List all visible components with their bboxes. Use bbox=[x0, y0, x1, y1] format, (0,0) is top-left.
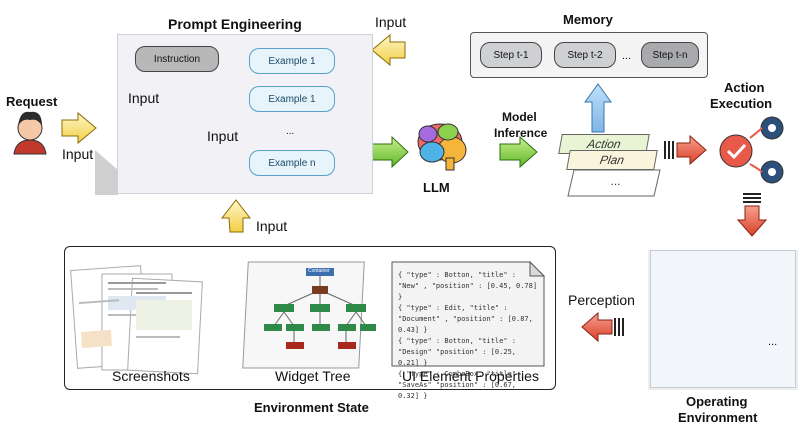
top-input-arrow bbox=[371, 33, 406, 67]
environment-state-panel bbox=[64, 246, 556, 390]
example-n-box: Example n bbox=[249, 150, 335, 176]
operating-label-line1: Operating bbox=[686, 394, 748, 409]
environment-label-line2: Environment bbox=[678, 410, 758, 425]
example-1-box: Example 1 bbox=[249, 48, 335, 74]
widget-tree-label: Widget Tree bbox=[275, 368, 351, 384]
ui-props-page bbox=[391, 261, 545, 367]
ui-props-label: UI Element Properties bbox=[402, 368, 539, 384]
person-icon bbox=[13, 111, 47, 155]
ui-prop-line: "SaveAs" "position" : [0.67, 0.32] } bbox=[398, 381, 517, 400]
instruction-box: Instruction bbox=[135, 46, 219, 72]
output-to-action-arrow bbox=[664, 134, 707, 166]
widget-tree-root-label: Container bbox=[308, 268, 330, 274]
model-label-line1: Model bbox=[502, 110, 537, 124]
request-input-label: Input bbox=[62, 146, 94, 162]
execution-label-line2: Execution bbox=[710, 96, 773, 111]
inference-label-line2: Inference bbox=[494, 126, 548, 140]
memory-step-1: Step t-1 bbox=[480, 42, 542, 68]
memory-step-2: Step t-2 bbox=[554, 42, 616, 68]
panel-to-llm-arrow bbox=[371, 135, 409, 169]
ui-prop-line: "New" , "position" : [0.45, 0.78] } bbox=[398, 282, 538, 301]
memory-ellipsis: ... bbox=[622, 50, 632, 62]
brain-icon bbox=[417, 123, 467, 171]
memory-step-n: Step t-n bbox=[641, 42, 699, 68]
perception-label: Perception bbox=[568, 292, 635, 308]
ui-prop-line: { "type" : Botton, "title" : bbox=[398, 337, 517, 345]
bottom-input-arrow bbox=[220, 199, 252, 233]
prompt-engineering-title: Prompt Engineering bbox=[168, 16, 302, 32]
action-to-env-arrow bbox=[736, 193, 768, 237]
top-input-label: Input bbox=[375, 14, 407, 30]
examples-ellipsis: ... bbox=[286, 126, 295, 137]
plan-card: Plan bbox=[566, 150, 658, 170]
llm-to-output-arrow bbox=[499, 135, 538, 169]
widget-tree-image bbox=[242, 261, 376, 369]
perception-arrow bbox=[581, 311, 624, 343]
memory-title: Memory bbox=[563, 12, 613, 27]
screenshots-image bbox=[70, 265, 203, 375]
operating-env-panel bbox=[650, 250, 796, 388]
screenshots-label: Screenshots bbox=[112, 368, 190, 384]
ui-props-code: { "type" : Botton, "title" : "New" , "po… bbox=[398, 270, 540, 402]
request-label: Request bbox=[6, 94, 58, 109]
env-ellipsis: ... bbox=[768, 336, 778, 348]
inner-input-label-2: Input bbox=[207, 128, 239, 144]
request-arrow bbox=[61, 111, 97, 145]
example-1b-box: Example 1 bbox=[249, 86, 335, 112]
inner-input-label-1: Input bbox=[128, 90, 160, 106]
ui-prop-line: { "type" : Botton, "title" : bbox=[398, 271, 517, 279]
card-back bbox=[567, 169, 661, 197]
ui-prop-line: { "type" : ComboBox, "title" : bbox=[398, 370, 525, 378]
output-to-memory-arrow bbox=[584, 83, 612, 133]
ellipsis-card: ... bbox=[610, 174, 621, 188]
llm-label: LLM bbox=[423, 180, 450, 195]
environment-state-title: Environment State bbox=[254, 400, 369, 415]
ui-prop-line: { "type" : Edit, "title" : bbox=[398, 304, 508, 312]
panel-shadow bbox=[95, 150, 118, 195]
bottom-input-label: Input bbox=[256, 218, 288, 234]
ui-prop-line: "Design" "position" : [0.25, 0.21] } bbox=[398, 348, 517, 367]
ui-prop-line: "Document" , "position" : [0.87, 0.43] } bbox=[398, 315, 533, 334]
action-label-line1: Action bbox=[724, 80, 765, 95]
gears-icon bbox=[719, 116, 784, 184]
